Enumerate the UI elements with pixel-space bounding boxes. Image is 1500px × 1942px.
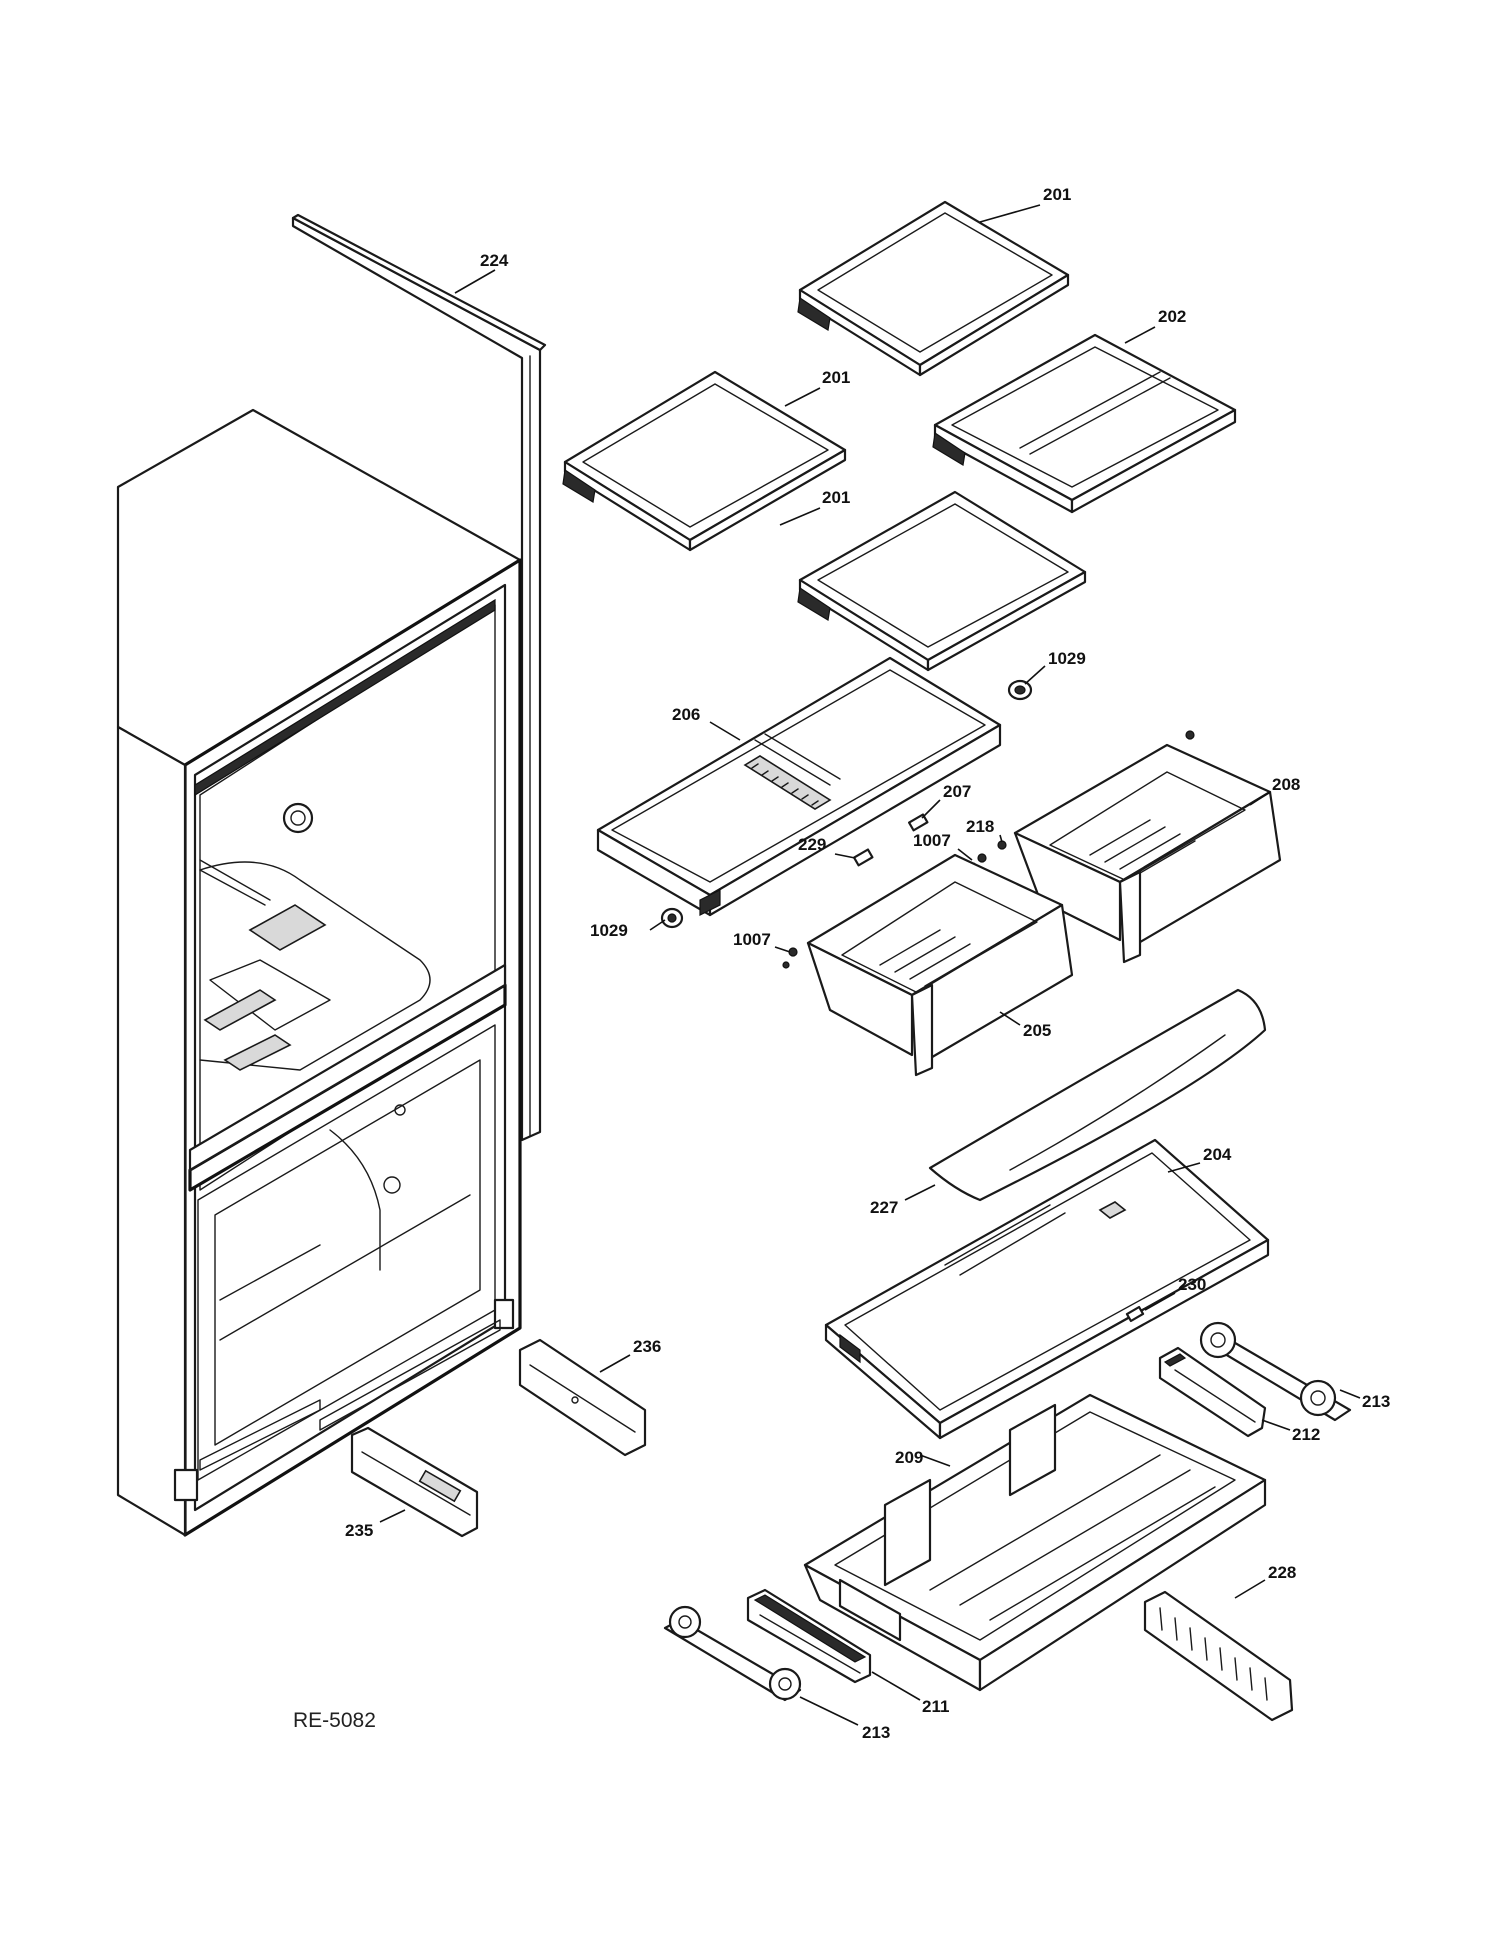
callout-236: 236: [633, 1337, 661, 1356]
callout-227: 227: [870, 1198, 898, 1217]
part-227-trim[interactable]: [928, 988, 1267, 1202]
part-208-crisper-drawer[interactable]: [1013, 743, 1282, 964]
part-224-panel[interactable]: [291, 213, 547, 1142]
callout-labels: 201 202 224 201 201 1029 206 207 208 218…: [345, 185, 1390, 1742]
callout-207: 207: [943, 782, 971, 801]
part-218-screw[interactable]: [997, 840, 1007, 850]
callout-230: 230: [1178, 1275, 1206, 1294]
screw: [1185, 730, 1195, 740]
part-235-bracket[interactable]: [350, 1426, 479, 1538]
callout-1029: 1029: [1048, 649, 1086, 668]
callout-204: 204: [1203, 1145, 1232, 1164]
part-201-shelf-left[interactable]: [562, 370, 847, 552]
part-207-bracket[interactable]: [907, 813, 929, 832]
callout-213: 213: [862, 1723, 890, 1742]
callout-202: 202: [1158, 307, 1186, 326]
part-213-rail-lower[interactable]: [663, 1605, 802, 1702]
callout-206: 206: [672, 705, 700, 724]
callout-235: 235: [345, 1521, 373, 1540]
part-202-shelf[interactable]: [932, 333, 1237, 514]
part-236-bracket[interactable]: [518, 1338, 647, 1457]
callout-1029: 1029: [590, 921, 628, 940]
callout-208: 208: [1272, 775, 1300, 794]
part-213-rail-upper[interactable]: [1199, 1321, 1352, 1422]
part-205-crisper-drawer[interactable]: [806, 853, 1074, 1077]
callout-213: 213: [1362, 1392, 1390, 1411]
part-1029-glide-bottom[interactable]: [660, 907, 684, 929]
callout-1007: 1007: [733, 930, 771, 949]
part-229-bracket[interactable]: [852, 848, 874, 867]
refrigerator-cabinet: [116, 408, 522, 1537]
callout-201: 201: [1043, 185, 1071, 204]
part-211-rail[interactable]: [746, 1588, 872, 1684]
callout-209: 209: [895, 1448, 923, 1467]
callout-212: 212: [1292, 1425, 1320, 1444]
callout-229: 229: [798, 835, 826, 854]
part-212-rail[interactable]: [1158, 1346, 1267, 1438]
part-201-shelf-middle[interactable]: [797, 490, 1087, 672]
callout-205: 205: [1023, 1021, 1051, 1040]
part-209-basket[interactable]: [803, 1393, 1267, 1692]
callout-218: 218: [966, 817, 994, 836]
part-206-crisper-cover[interactable]: [596, 656, 1002, 917]
callout-1007: 1007: [913, 831, 951, 850]
callout-201: 201: [822, 488, 850, 507]
leader-lines: [379, 204, 1361, 1726]
callout-224: 224: [480, 251, 509, 270]
part-228-grille[interactable]: [1143, 1590, 1294, 1722]
part-1029-glide-top[interactable]: [1007, 679, 1033, 701]
callout-228: 228: [1268, 1563, 1296, 1582]
part-204-pan-cover[interactable]: [824, 1138, 1270, 1440]
part-201-shelf-top[interactable]: [797, 200, 1070, 377]
callout-201: 201: [822, 368, 850, 387]
callout-211: 211: [922, 1697, 949, 1716]
part-230-clip[interactable]: [1125, 1305, 1145, 1323]
diagram-code: RE-5082: [293, 1709, 376, 1732]
